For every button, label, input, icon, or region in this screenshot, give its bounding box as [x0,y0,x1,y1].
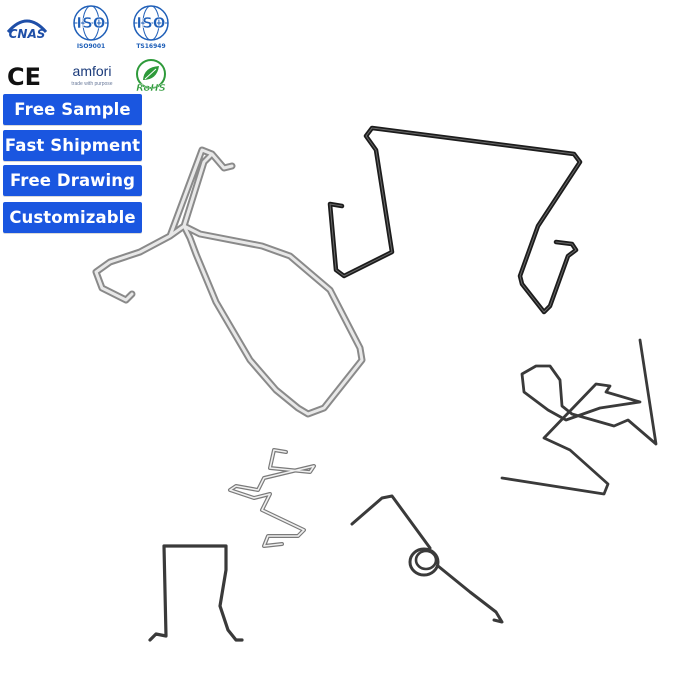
badge-free-sample: Free Sample [3,94,142,125]
rohs-text: RoHS [136,83,166,94]
iso-ts16949-caption: TS16949 [136,43,165,50]
zigzag-wire-form [228,448,316,548]
ce-mark: CE [4,60,44,90]
badge-customizable: Customizable [3,202,142,233]
amfori-text: amfori [73,63,112,79]
black-wire-bracket [327,125,583,315]
amfori-logo: amfori trade with purpose [64,60,120,90]
iso-9001-text: ISO [76,14,105,32]
iso-ts16949-logo: ISO TS16949 [128,4,174,50]
iso-9001-caption: ISO9001 [77,43,105,50]
rohs-logo: RoHS [130,58,172,94]
y-shaped-wire-hanger [92,146,366,418]
iso-9001-logo: ISO ISO9001 [68,4,114,50]
looped-wire-form [500,338,658,496]
ce-text: CE [7,63,41,90]
cnas-logo: CNAS [4,6,50,48]
u-shaped-wire-clip [148,544,244,642]
badge-fast-shipment: Fast Shipment [3,130,142,161]
iso-ts16949-text: ISO [136,14,165,32]
torsion-spring [350,494,504,624]
amfori-tagline: trade with purpose [71,81,112,87]
cnas-text: CNAS [9,27,46,41]
badge-free-drawing: Free Drawing [3,165,142,196]
